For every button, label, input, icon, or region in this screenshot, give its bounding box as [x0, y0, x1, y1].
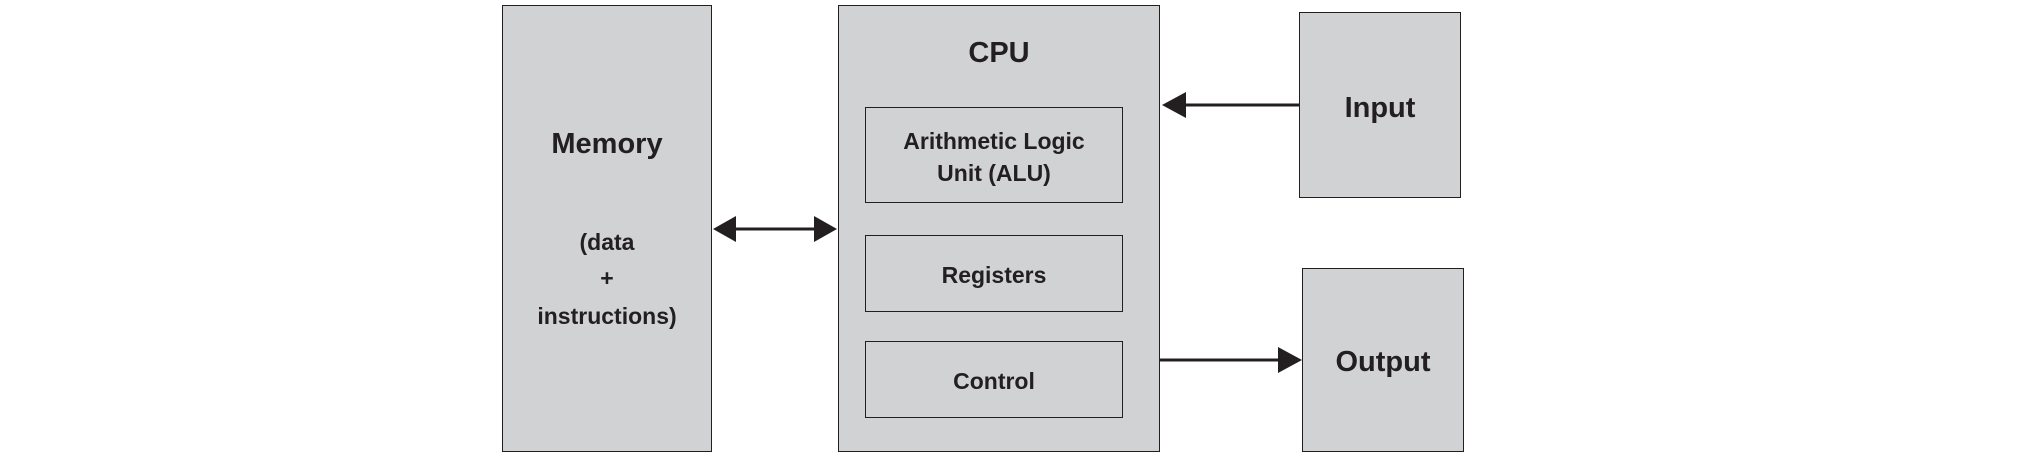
memory-description-line: instructions) [537, 303, 677, 329]
input-label: Input [1344, 92, 1416, 124]
memory-description-line: (data [579, 229, 635, 255]
cpu-title: CPU [968, 37, 1030, 69]
arrowhead-right-icon [814, 216, 837, 242]
alu-label-line: Unit (ALU) [937, 160, 1051, 186]
memory-description-line: + [600, 265, 614, 291]
input-box [1299, 12, 1461, 198]
alu-box [865, 107, 1123, 203]
alu-label-line: Arithmetic Logic [903, 128, 1085, 154]
control-label: Control [953, 368, 1035, 394]
output-label: Output [1335, 346, 1431, 378]
arrowhead-left-icon [1162, 92, 1186, 118]
input-to-cpu-arrow [1162, 92, 1299, 118]
registers-label: Registers [941, 262, 1047, 288]
control-box [865, 341, 1123, 418]
memory-title: Memory [551, 128, 663, 160]
memory-box [502, 5, 712, 452]
cpu-to-output-arrow [1160, 347, 1302, 373]
registers-box [865, 235, 1123, 312]
output-box [1302, 268, 1464, 452]
arrowhead-right-icon [1278, 347, 1302, 373]
memory-cpu-bidirectional-arrow [713, 216, 837, 242]
arrowhead-left-icon [713, 216, 736, 242]
